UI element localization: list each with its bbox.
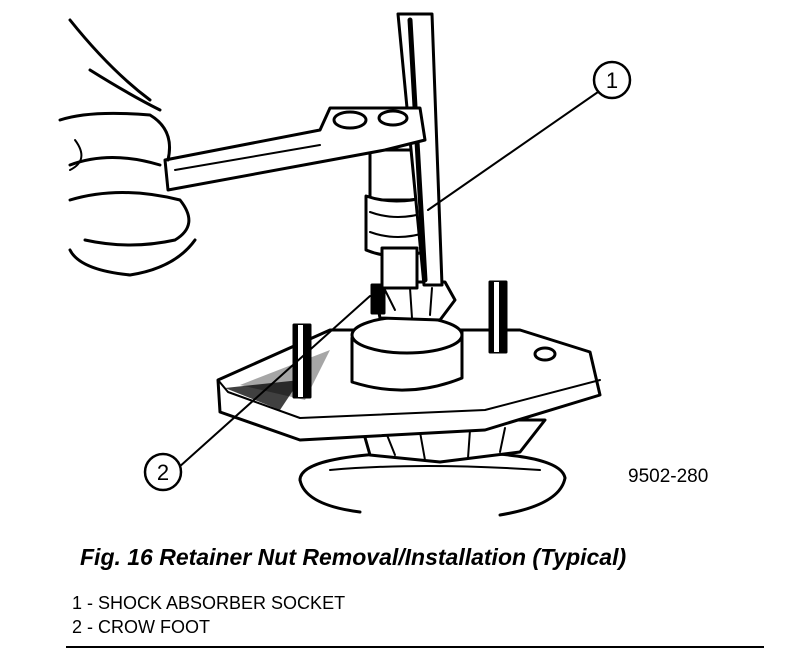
- retainer-nut-illustration: 1 2: [58, 12, 632, 517]
- legend-item: 2 - CROW FOOT: [72, 617, 210, 637]
- mount-studs: [292, 280, 508, 399]
- bottom-rule: [66, 646, 764, 648]
- technician-hand: [58, 18, 197, 277]
- figure-caption: Fig. 16 Retainer Nut Removal/Installatio…: [80, 544, 627, 570]
- callout-1-number: 1: [606, 68, 618, 93]
- callout-2: 2: [143, 295, 371, 492]
- ratchet-wrench: [163, 106, 427, 192]
- figure-code: 9502-280: [628, 466, 709, 487]
- legend-list: 1 - SHOCK ABSORBER SOCKET 2 - CROW FOOT: [72, 591, 345, 639]
- mount-boss: [350, 315, 464, 392]
- legend-item: 1 - SHOCK ABSORBER SOCKET: [72, 593, 346, 613]
- shaft-holding-rod: [396, 12, 444, 287]
- callout-1: 1: [427, 60, 632, 211]
- callout-2-number: 2: [157, 460, 169, 485]
